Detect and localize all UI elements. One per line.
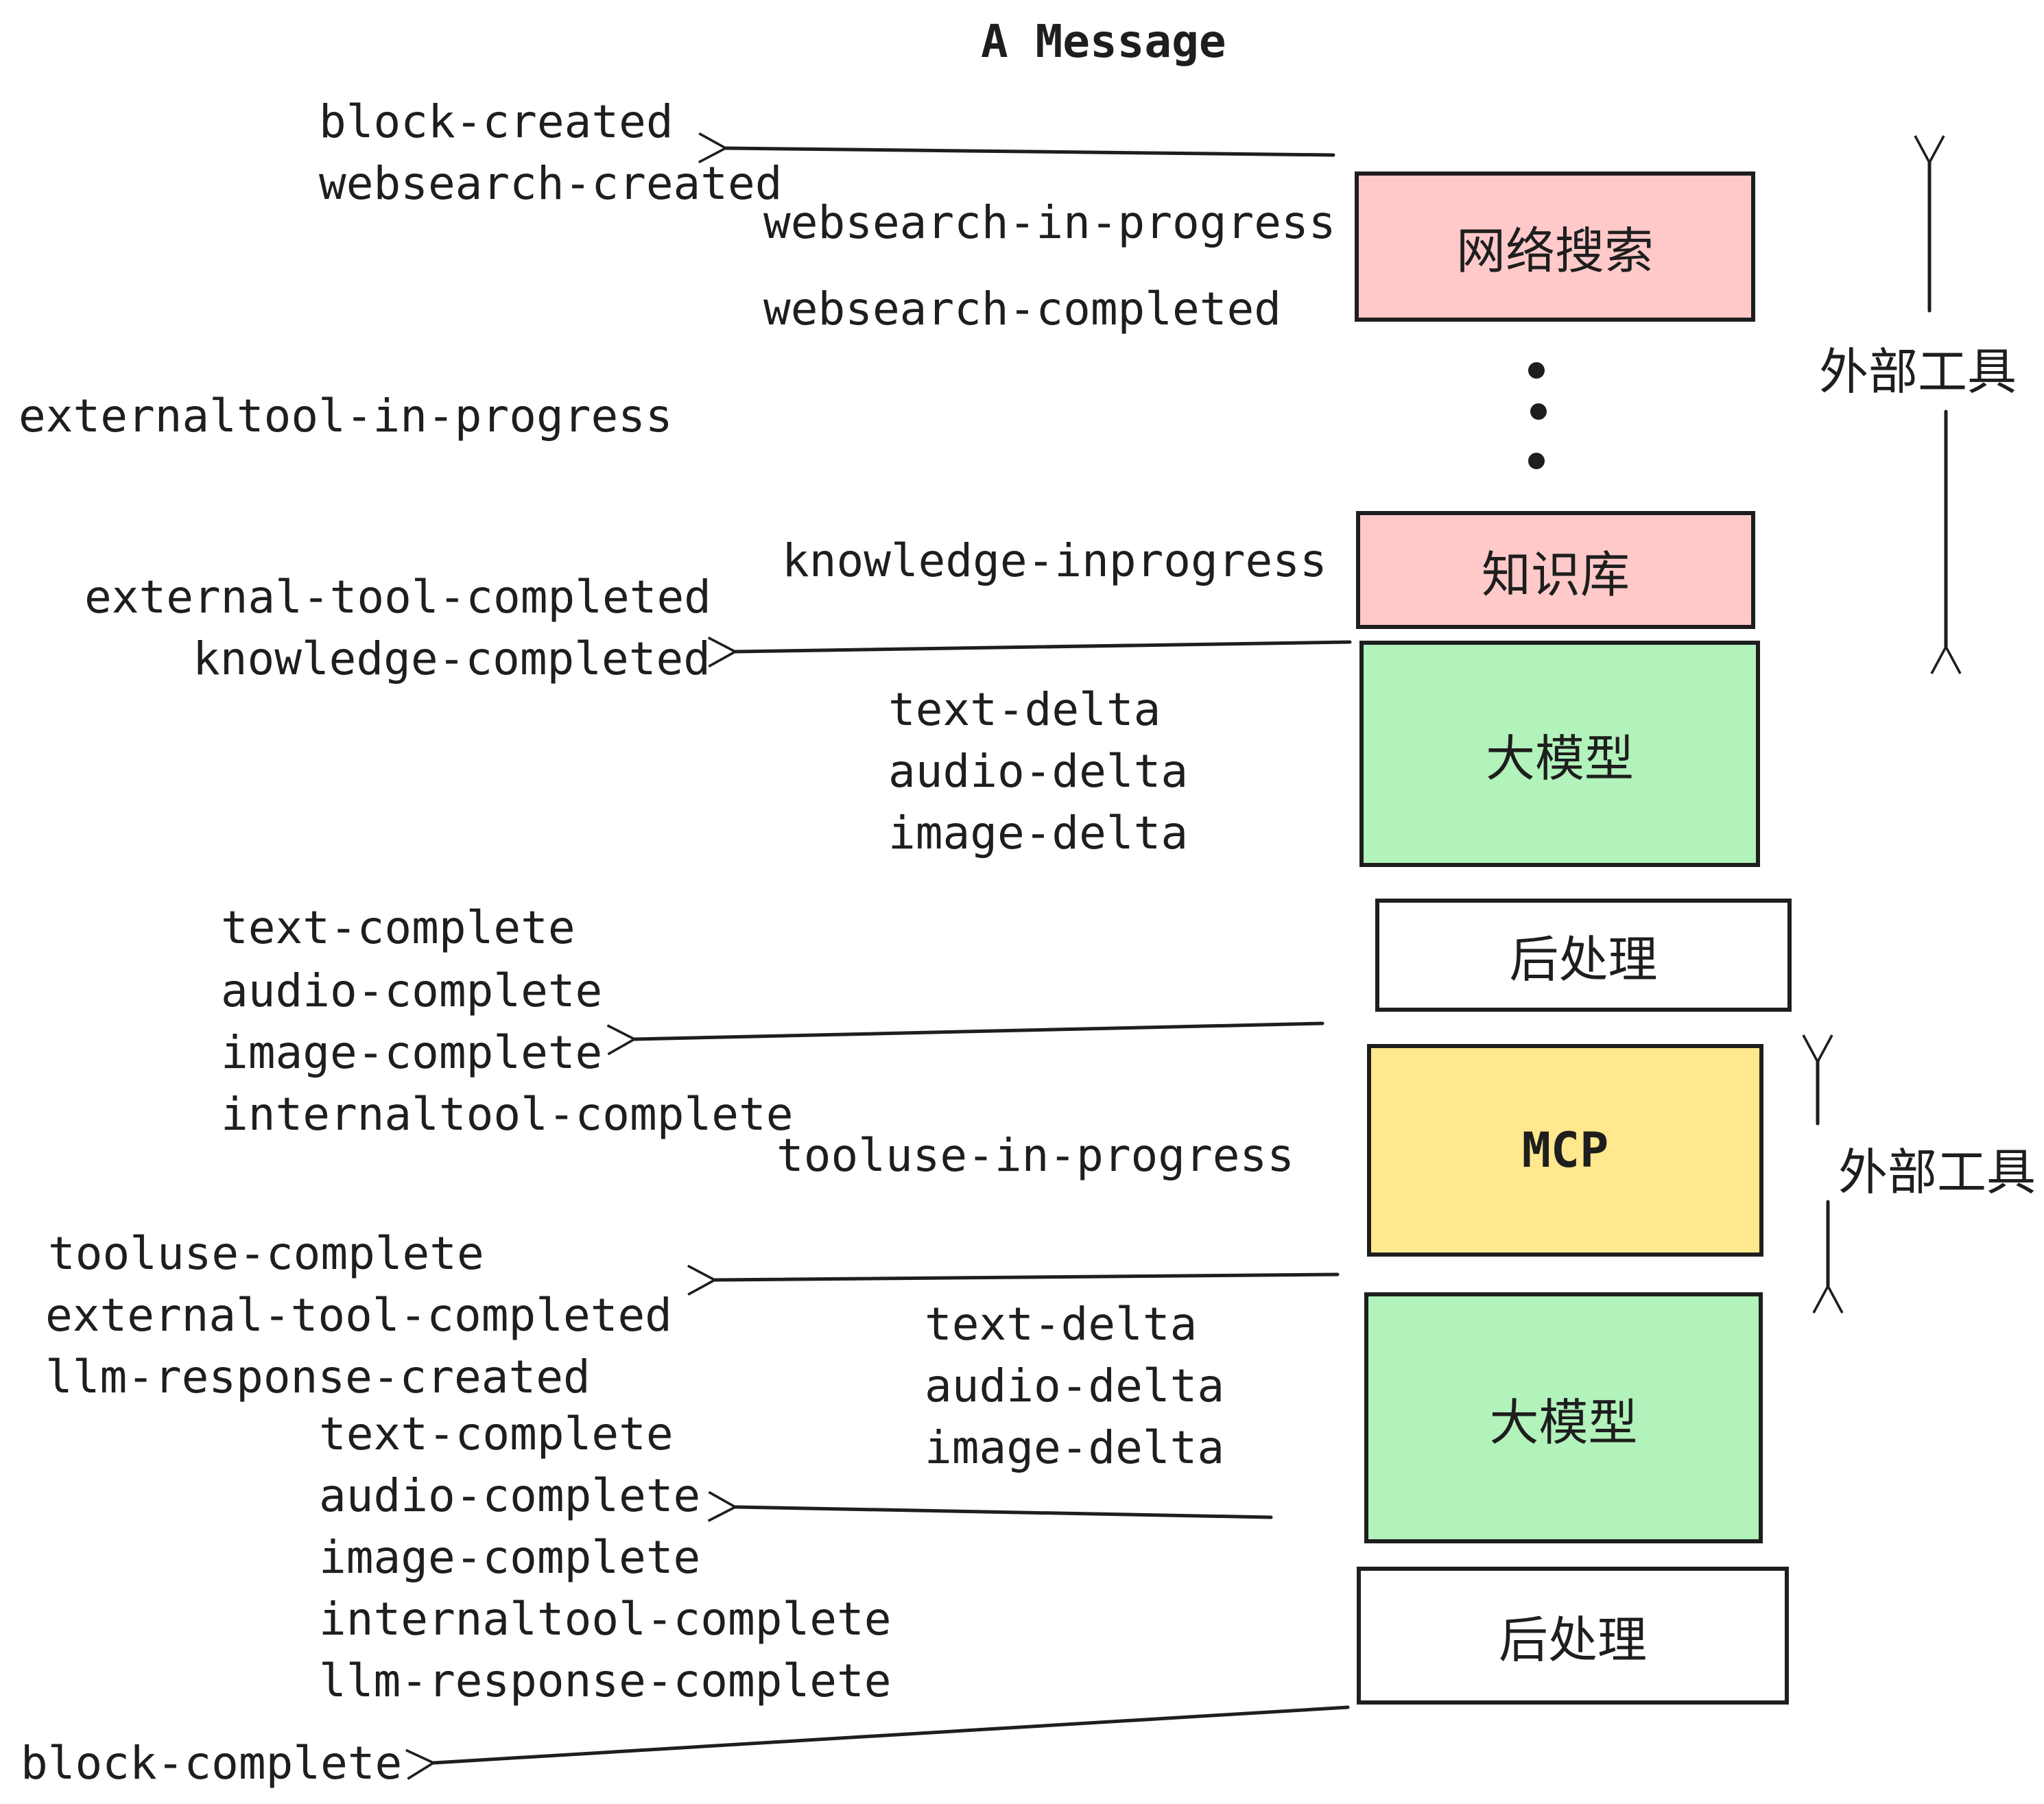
box-knowledge-base: 知识库 — [1356, 511, 1755, 629]
arrow-knowledge-completed — [707, 637, 1352, 668]
box-post-processing-1-label: 后处理 — [1509, 933, 1658, 988]
event-internaltool-complete-1: internaltool-complete — [221, 1088, 794, 1141]
event-block-complete: block-complete — [21, 1737, 403, 1790]
event-tooluse-complete: tooluse-complete — [48, 1227, 484, 1280]
event-websearch-created: websearch-created — [319, 157, 783, 210]
event-external-tool-completed-2: external-tool-completed — [45, 1289, 672, 1342]
event-image-delta-1: image-delta — [888, 807, 1189, 859]
event-llm-response-created: llm-response-created — [45, 1351, 591, 1403]
box-knowledge-base-label: 知识库 — [1481, 547, 1630, 603]
arrow-block-complete — [405, 1705, 1350, 1780]
arrow-image-complete — [606, 1021, 1324, 1056]
event-knowledge-completed: knowledge-completed — [193, 632, 711, 685]
box-web-search-label: 网络搜索 — [1455, 224, 1654, 279]
ellipsis-dots — [1528, 362, 1547, 469]
box-llm-1-label: 大模型 — [1485, 731, 1634, 787]
box-post-processing-2-label: 后处理 — [1498, 1613, 1647, 1668]
box-post-processing-1: 后处理 — [1375, 899, 1792, 1012]
event-image-complete-2: image-complete — [319, 1531, 701, 1584]
event-audio-delta-1: audio-delta — [888, 745, 1189, 798]
event-text-delta-2: text-delta — [925, 1298, 1198, 1351]
box-llm-2: 大模型 — [1364, 1292, 1763, 1543]
label-external-tools-mid: 外部工具 — [1838, 1146, 2036, 1200]
event-llm-response-complete: llm-response-complete — [319, 1654, 892, 1707]
arrow-audio-complete — [707, 1491, 1273, 1522]
event-audio-complete-2: audio-complete — [319, 1469, 701, 1522]
box-mcp: MCP — [1367, 1044, 1763, 1257]
event-knowledge-inprogress: knowledge-inprogress — [782, 534, 1327, 587]
box-mcp-label: MCP — [1521, 1122, 1609, 1178]
event-external-tool-completed-1: external-tool-completed — [84, 571, 711, 624]
event-image-complete-1: image-complete — [221, 1026, 603, 1079]
event-websearch-completed: websearch-completed — [763, 283, 1281, 335]
arrow-block-created — [698, 132, 1335, 164]
event-tooluse-in-progress: tooluse-in-progress — [776, 1129, 1294, 1182]
event-audio-delta-2: audio-delta — [925, 1360, 1225, 1412]
event-text-delta-1: text-delta — [888, 683, 1161, 736]
label-external-tools-top: 外部工具 — [1819, 345, 2017, 400]
diagram-title: A Message — [981, 15, 1226, 68]
event-text-complete-2: text-complete — [319, 1408, 674, 1460]
event-block-created: block-created — [319, 95, 674, 148]
event-externaltool-in-progress: externaltool-in-progress — [19, 390, 673, 442]
event-websearch-in-progress: websearch-in-progress — [763, 196, 1336, 249]
box-web-search: 网络搜索 — [1355, 171, 1755, 322]
event-internaltool-complete-2: internaltool-complete — [319, 1593, 892, 1646]
box-post-processing-2: 后处理 — [1357, 1567, 1789, 1705]
event-image-delta-2: image-delta — [925, 1421, 1225, 1474]
event-audio-complete-1: audio-complete — [221, 964, 603, 1017]
box-llm-2-label: 大模型 — [1489, 1395, 1638, 1451]
box-llm-1: 大模型 — [1359, 641, 1760, 867]
arrow-tooluse-complete — [687, 1264, 1340, 1296]
event-text-complete-1: text-complete — [221, 901, 575, 954]
